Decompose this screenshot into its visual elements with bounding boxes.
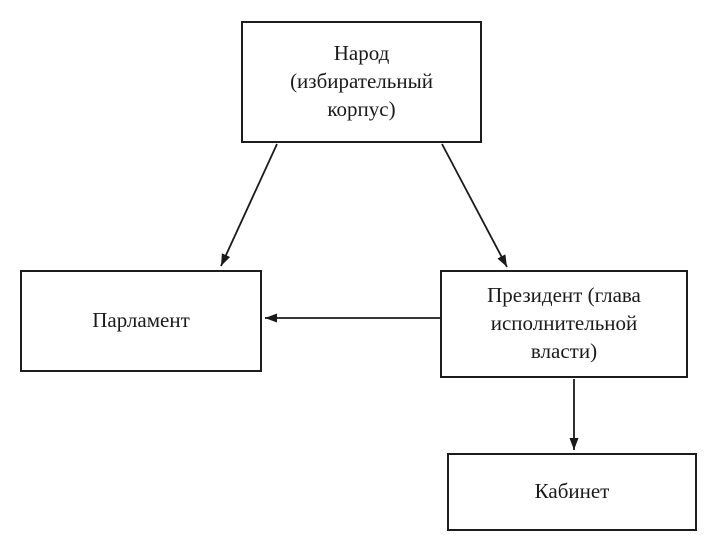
node-parliament-label: Парламент — [92, 308, 190, 333]
arrow-people-to-president — [441, 143, 508, 268]
node-people: Народ (избирательный корпус) — [241, 21, 482, 143]
node-people-label: Народ (избирательный корпус) — [290, 41, 433, 121]
node-president-label: Президент (глава исполнительной власти) — [487, 283, 641, 363]
node-cabinet-label: Кабинет — [534, 479, 610, 504]
node-president: Президент (глава исполнительной власти) — [440, 270, 688, 378]
node-cabinet: Кабинет — [447, 453, 697, 531]
arrow-people-to-parliament — [220, 143, 278, 267]
node-parliament: Парламент — [20, 270, 262, 372]
